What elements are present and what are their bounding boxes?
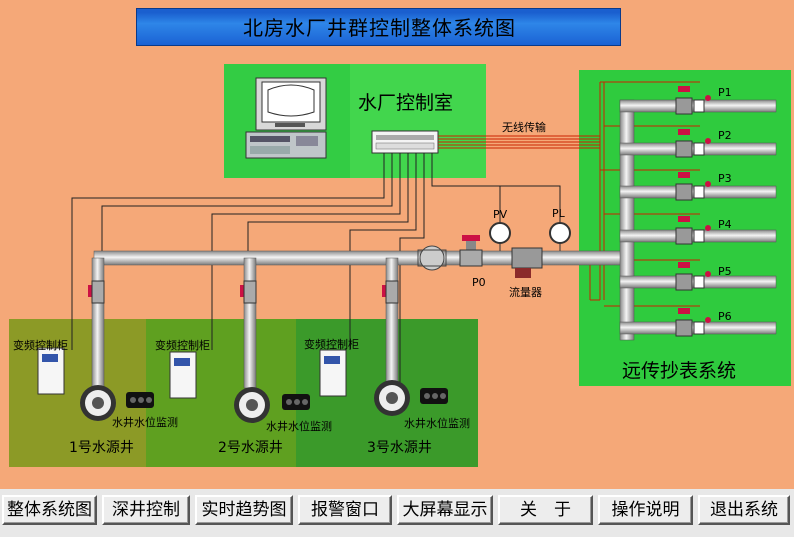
well2-level-label: 水井水位监测 <box>266 420 332 433</box>
meter-point-p6: P6 <box>718 310 732 323</box>
signal-wires <box>71 153 561 395</box>
well1-cabinet-label: 变频控制柜 <box>13 339 68 352</box>
well2-name: 2号水源井 <box>218 440 283 456</box>
main-check-valve-icon <box>417 245 447 271</box>
p0-label: P0 <box>472 276 486 289</box>
well3-level-label: 水井水位监测 <box>404 417 470 430</box>
pv-gauge-icon <box>489 222 511 251</box>
about-button[interactable]: 关 于 <box>498 495 593 525</box>
flowmeter-icon <box>511 247 543 278</box>
main-valve-icon <box>459 235 483 267</box>
well-zone-1 <box>9 319 146 467</box>
title-bar: 北房水厂井群控制整体系统图 <box>136 8 621 46</box>
remote-meter-label: 远传抄表系统 <box>622 360 737 382</box>
well2-cabinet-label: 变频控制柜 <box>155 339 210 352</box>
well-pump-icons <box>80 380 410 423</box>
flowmeter-label: 流量器 <box>509 286 542 299</box>
meter-point-p1: P1 <box>718 86 732 99</box>
alarm-window-button[interactable]: 报警窗口 <box>298 495 392 525</box>
well3-name: 3号水源井 <box>367 440 432 456</box>
meter-valve-icons <box>675 86 711 337</box>
page-title: 北房水厂井群控制整体系统图 <box>243 16 516 40</box>
level-sensor-icons <box>126 388 448 410</box>
meter-point-p3: P3 <box>718 172 732 185</box>
pv-label: PV <box>493 208 508 221</box>
well3-cabinet-label: 变频控制柜 <box>304 338 359 351</box>
exit-system-button[interactable]: 退出系统 <box>698 495 790 525</box>
instructions-button[interactable]: 操作说明 <box>598 495 693 525</box>
overall-system-button[interactable]: 整体系统图 <box>2 495 97 525</box>
well1-level-label: 水井水位监测 <box>112 416 178 429</box>
controller-hub-icon <box>371 130 439 154</box>
monitor-icon <box>255 77 327 131</box>
meter-point-p2: P2 <box>718 129 732 142</box>
well1-name: 1号水源井 <box>69 440 134 456</box>
well-valve-icons <box>88 280 399 304</box>
deep-well-control-button[interactable]: 深井控制 <box>102 495 190 525</box>
control-room-label: 水厂控制室 <box>358 92 454 114</box>
computer-case-icon <box>245 131 327 159</box>
meter-point-p5: P5 <box>718 265 732 278</box>
pl-label: PL <box>552 207 565 220</box>
wireless-label: 无线传输 <box>502 121 546 134</box>
realtime-trend-button[interactable]: 实时趋势图 <box>195 495 293 525</box>
system-schematic <box>37 77 777 423</box>
inverter-cabinet-icons <box>37 347 347 399</box>
big-screen-button[interactable]: 大屏幕显示 <box>397 495 493 525</box>
control-room-panel-highlight <box>350 64 486 178</box>
pl-gauge-icon <box>549 222 571 251</box>
meter-point-p4: P4 <box>718 218 732 231</box>
